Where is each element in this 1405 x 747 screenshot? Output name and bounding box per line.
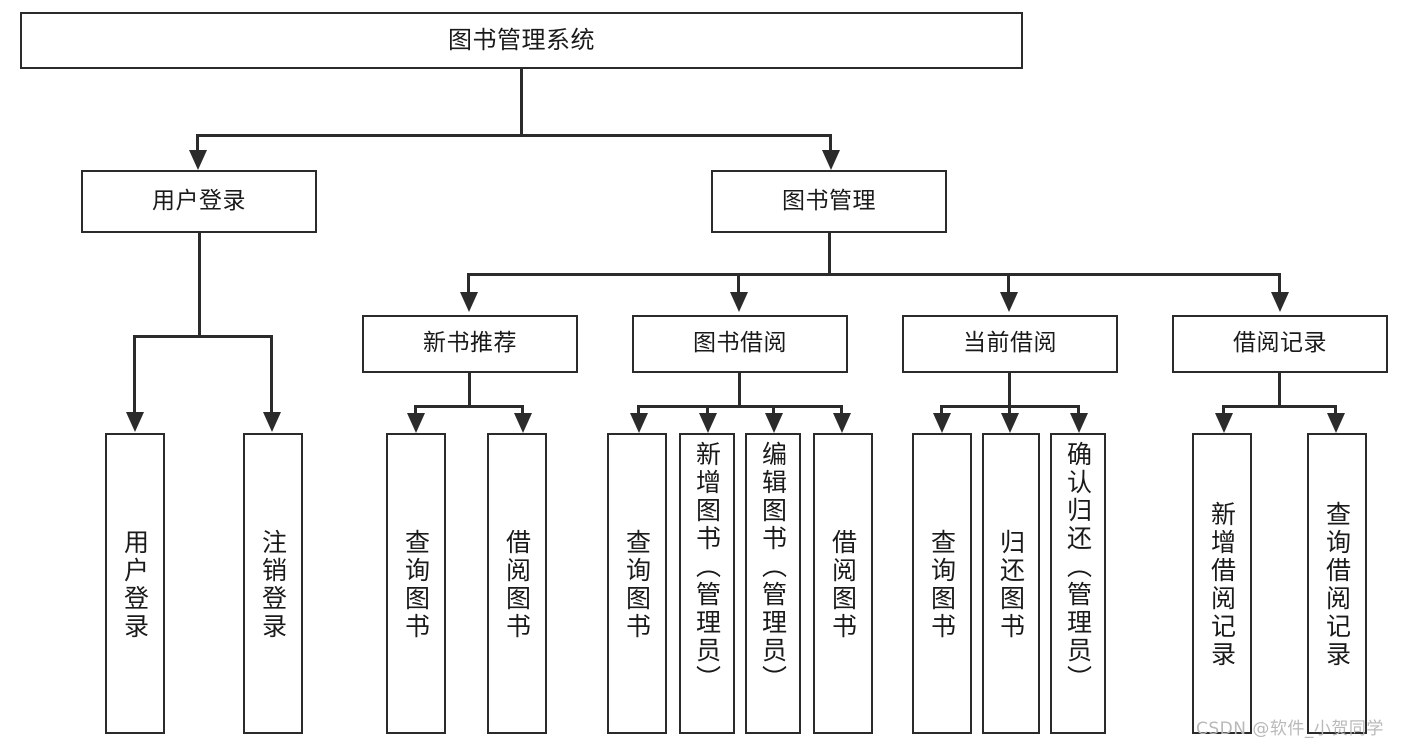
node-leaf-confirm-return-label: 确认归还（管理员） [1063,441,1093,693]
node-borrow-record[interactable]: 借阅记录 [1172,315,1388,373]
connector-user-login-branch-1 [133,335,136,415]
connector-book-borrow-stem [738,373,741,407]
connector-current-borrow-stem [1008,373,1011,407]
arrowhead-leaf-borrow-book-2 [833,413,851,433]
arrowhead-leaf-edit-book [765,413,783,433]
arrowhead-leaf-query-book-2 [630,413,648,433]
connector-book-manage-branch-2 [737,273,740,295]
node-leaf-edit-book[interactable]: 编辑图书（管理员） [745,433,801,734]
node-user-login[interactable]: 用户登录 [81,170,317,233]
node-leaf-query-book-1[interactable]: 查询图书 [386,433,446,734]
connector-current-borrow-branch-3 [1077,405,1080,417]
connector-root-stem [520,69,523,136]
node-leaf-add-book-label: 新增图书（管理员） [692,441,722,693]
node-book-borrow[interactable]: 图书借阅 [632,315,848,373]
node-book-manage[interactable]: 图书管理 [711,170,947,233]
arrowhead-to-user-login [189,150,207,170]
arrowhead-new-book-rec [460,292,478,312]
connector-user-login-bus [133,335,272,338]
node-leaf-add-record[interactable]: 新增借阅记录 [1192,433,1252,734]
node-leaf-borrow-book-2-label: 借阅图书 [828,528,858,641]
connector-book-borrow-branch-3 [772,405,775,417]
node-leaf-borrow-book-2[interactable]: 借阅图书 [813,433,873,734]
node-leaf-query-book-2[interactable]: 查询图书 [607,433,667,734]
connector-book-manage-stem [828,233,831,275]
node-leaf-query-record-label: 查询借阅记录 [1322,500,1352,669]
connector-new-book-rec-branch-1 [414,405,417,417]
connector-borrow-record-branch-2 [1334,405,1337,417]
node-current-borrow[interactable]: 当前借阅 [902,315,1118,373]
node-leaf-query-book-2-label: 查询图书 [622,528,652,641]
arrowhead-leaf-add-record [1215,413,1233,433]
arrowhead-leaf-borrow-book-1 [514,413,532,433]
connector-book-borrow-bus [637,405,843,408]
node-leaf-return-book[interactable]: 归还图书 [982,433,1040,734]
connector-borrow-record-branch-1 [1222,405,1225,417]
node-leaf-add-record-label: 新增借阅记录 [1207,500,1237,669]
connector-current-borrow-branch-1 [940,405,943,417]
connector-root-bus [196,134,832,137]
node-root-label: 图书管理系统 [448,26,595,55]
node-leaf-user-login[interactable]: 用户登录 [105,433,165,734]
connector-book-borrow-branch-4 [840,405,843,417]
arrowhead-leaf-user-login [126,412,144,432]
node-new-book-rec-label: 新书推荐 [423,330,517,357]
node-root[interactable]: 图书管理系统 [20,12,1023,69]
arrowhead-book-borrow [730,292,748,312]
node-leaf-add-book[interactable]: 新增图书（管理员） [679,433,735,734]
node-leaf-query-book-1-label: 查询图书 [401,528,431,641]
arrowhead-leaf-confirm-return [1070,413,1088,433]
node-leaf-user-login-label: 用户登录 [120,528,150,641]
node-new-book-rec[interactable]: 新书推荐 [362,315,578,373]
node-leaf-logout-label: 注销登录 [258,528,288,641]
connector-root-to-book-manage [829,134,832,154]
connector-book-manage-bus [467,273,1281,276]
node-leaf-query-book-3[interactable]: 查询图书 [912,433,972,734]
node-leaf-query-book-3-label: 查询图书 [927,528,957,641]
connector-current-borrow-branch-2 [1008,405,1011,417]
node-user-login-label: 用户登录 [152,187,246,214]
connector-book-borrow-branch-2 [706,405,709,417]
arrowhead-to-book-manage [822,150,840,170]
node-current-borrow-label: 当前借阅 [963,330,1057,357]
node-book-manage-label: 图书管理 [782,187,876,214]
connector-book-borrow-branch-1 [637,405,640,417]
node-leaf-logout[interactable]: 注销登录 [243,433,303,734]
node-leaf-confirm-return[interactable]: 确认归还（管理员） [1050,433,1106,734]
arrowhead-leaf-query-book-1 [407,413,425,433]
node-leaf-query-record[interactable]: 查询借阅记录 [1307,433,1367,734]
arrowhead-leaf-logout [263,412,281,432]
arrowhead-borrow-record [1271,292,1289,312]
node-leaf-return-book-label: 归还图书 [996,528,1026,641]
connector-new-book-rec-stem [468,373,471,407]
watermark-text: CSDN @软件_小贺同学 [1196,719,1384,739]
node-leaf-borrow-book-1[interactable]: 借阅图书 [487,433,547,734]
connector-borrow-record-stem [1278,373,1281,407]
connector-new-book-rec-bus [414,405,524,408]
arrowhead-current-borrow [1000,292,1018,312]
connector-borrow-record-bus [1222,405,1337,408]
node-borrow-record-label: 借阅记录 [1233,330,1327,357]
arrowhead-leaf-add-book [699,413,717,433]
connector-user-login-stem [198,233,201,337]
connector-book-manage-branch-4 [1278,273,1281,295]
arrowhead-leaf-query-book-3 [933,413,951,433]
arrowhead-leaf-query-record [1327,413,1345,433]
arrowhead-leaf-return-book [1001,413,1019,433]
node-book-borrow-label: 图书借阅 [693,330,787,357]
connector-root-to-user-login [196,134,199,154]
connector-book-manage-branch-1 [467,273,470,295]
connector-user-login-branch-2 [270,335,273,415]
connector-new-book-rec-branch-2 [521,405,524,417]
connector-book-manage-branch-3 [1007,273,1010,295]
node-leaf-borrow-book-1-label: 借阅图书 [502,528,532,641]
node-leaf-edit-book-label: 编辑图书（管理员） [758,441,788,693]
